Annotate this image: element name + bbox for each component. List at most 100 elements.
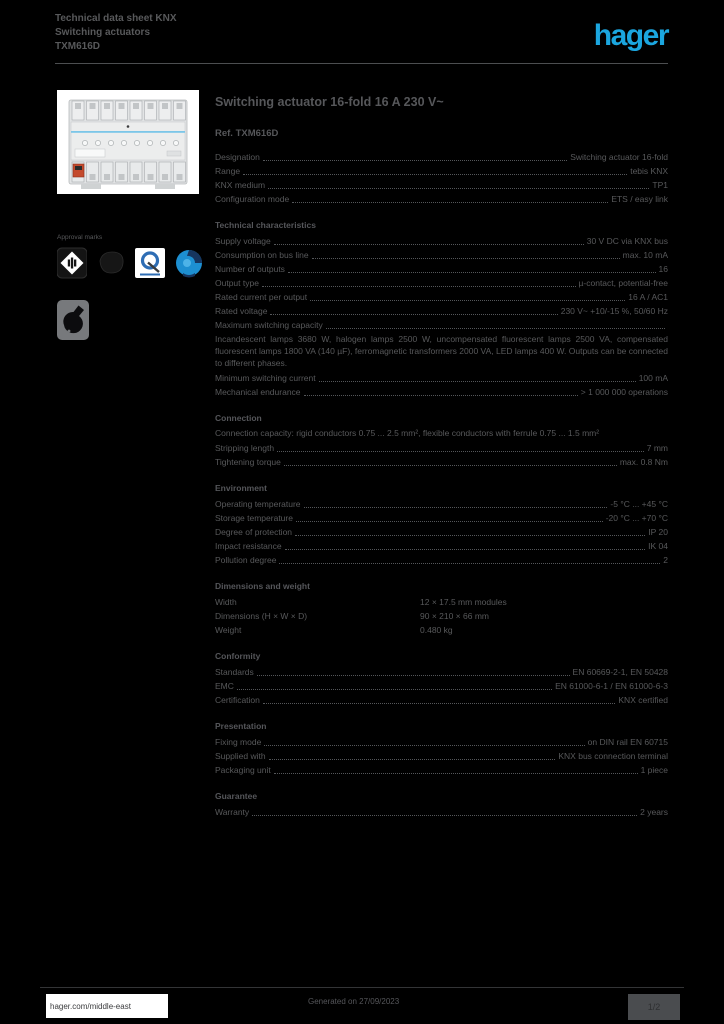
spec-label: Warranty [215,807,250,817]
header-line-1: Technical data sheet KNX [55,13,177,24]
spec-row: Warranty 2 years [215,805,668,819]
dotted-leader [283,455,617,466]
dotted-leader [262,150,568,161]
spec-label: Width [215,597,237,607]
spec-label: Minimum switching current [215,373,316,383]
dotted-leader [277,441,644,452]
spec-label: Degree of protection [215,527,293,537]
dotted-leader [264,735,585,746]
spec-label: Impact resistance [215,541,282,551]
blue-certification-icon [176,250,202,278]
spec-value: 7 mm [646,443,668,453]
section-heading: Technical characteristics [215,220,316,230]
dotted-leader [318,371,636,382]
header-line-2: Switching actuators [55,27,151,38]
spec-value: ETS / easy link [611,194,668,204]
dotted-leader [256,665,570,676]
product-photo [57,90,199,194]
spec-value: 2 years [640,807,668,817]
spec-row: Maximum switching capacity [215,318,668,332]
spec-value: µ-contact, potential-free [578,278,668,288]
section-heading: Dimensions and weight [215,581,310,591]
footer-generated-date: Generated on 27/09/2023 [308,997,400,1006]
dotted-leader [295,511,603,522]
spec-label: Consumption on bus line [215,250,309,260]
spec-row: Configuration mode ETS / easy link [215,192,668,206]
spec-label: KNX medium [215,180,266,190]
dotted-leader [236,679,553,690]
dotted-leader [311,248,620,259]
spec-label: Configuration mode [215,194,290,204]
spec-row: Storage temperature -20 °C ... +70 °C [215,511,668,525]
spec-label: Storage temperature [215,513,293,523]
spec-value: Switching actuator 16-fold [570,152,668,162]
dotted-leader [262,693,616,704]
spec-value: on DIN rail EN 60715 [587,737,668,747]
manual-operation-mark [57,300,89,340]
spec-row: Operating temperature-5 °C ... +45 °C [215,497,668,511]
section-heading: Conformity [215,651,261,661]
spec-label: Maximum switching capacity [215,320,323,330]
dotted-leader [273,763,638,774]
spec-row: Mechanical endurance> 1 000 000 operatio… [215,385,668,399]
spec-row: Dimensions (H × W × D)90 × 210 × 66 mm [215,609,668,623]
spec-label: EMC [215,681,234,691]
spec-row: EMC EN 61000-6-1 / EN 61000-6-3 [215,679,668,693]
approval-marks-label: Approval marks [57,234,103,241]
spec-label: Range [215,166,241,176]
spec-row: Fixing mode on DIN rail EN 60715 [215,735,668,749]
spec-label: Certification [215,695,260,705]
dotted-leader [279,553,661,564]
spec-value: 0.480 kg [420,625,453,635]
hand-icon [57,300,89,340]
spec-label: Weight [215,625,242,635]
spec-value: EN 61000-6-1 / EN 61000-6-3 [555,681,668,691]
section-heading: Guarantee [215,791,258,801]
spec-label: Supply voltage [215,236,271,246]
spec-value: 1 piece [640,765,668,775]
spec-label: Mechanical endurance [215,387,301,397]
spec-paragraph: Connection capacity: rigid conductors 0.… [215,428,600,438]
product-title: Switching actuator 16-fold 16 A 230 V~ [215,95,444,109]
footer-page-number: 1/2 [628,994,680,1020]
spec-paragraph: Incandescent lamps 3680 W, halogen lamps… [215,334,668,368]
spec-value: 90 × 210 × 66 mm [420,611,489,621]
spec-value: max. 10 mA [622,250,668,260]
dotted-leader [270,304,558,315]
dotted-leader [287,262,656,273]
din-rail-device-image [57,90,199,194]
dotted-leader [273,234,584,245]
spec-label: Supplied with [215,751,266,761]
approval-marks-row [57,246,204,280]
spec-value: -20 °C ... +70 °C [605,513,668,523]
spec-value: IP 20 [648,527,668,537]
spec-label: Pollution degree [215,555,277,565]
spec-label: Designation [215,152,260,162]
spec-label: Fixing mode [215,737,262,747]
header-line-3: TXM616D [55,41,101,52]
q-label-icon [135,248,165,278]
dotted-leader [243,164,628,175]
black-conformity-mark-icon [99,251,124,274]
spec-value: 30 V DC via KNX bus [586,236,668,246]
spec-label: Rated current per output [215,292,308,302]
document-header: Technical data sheet KNX Switching actua… [55,12,177,54]
